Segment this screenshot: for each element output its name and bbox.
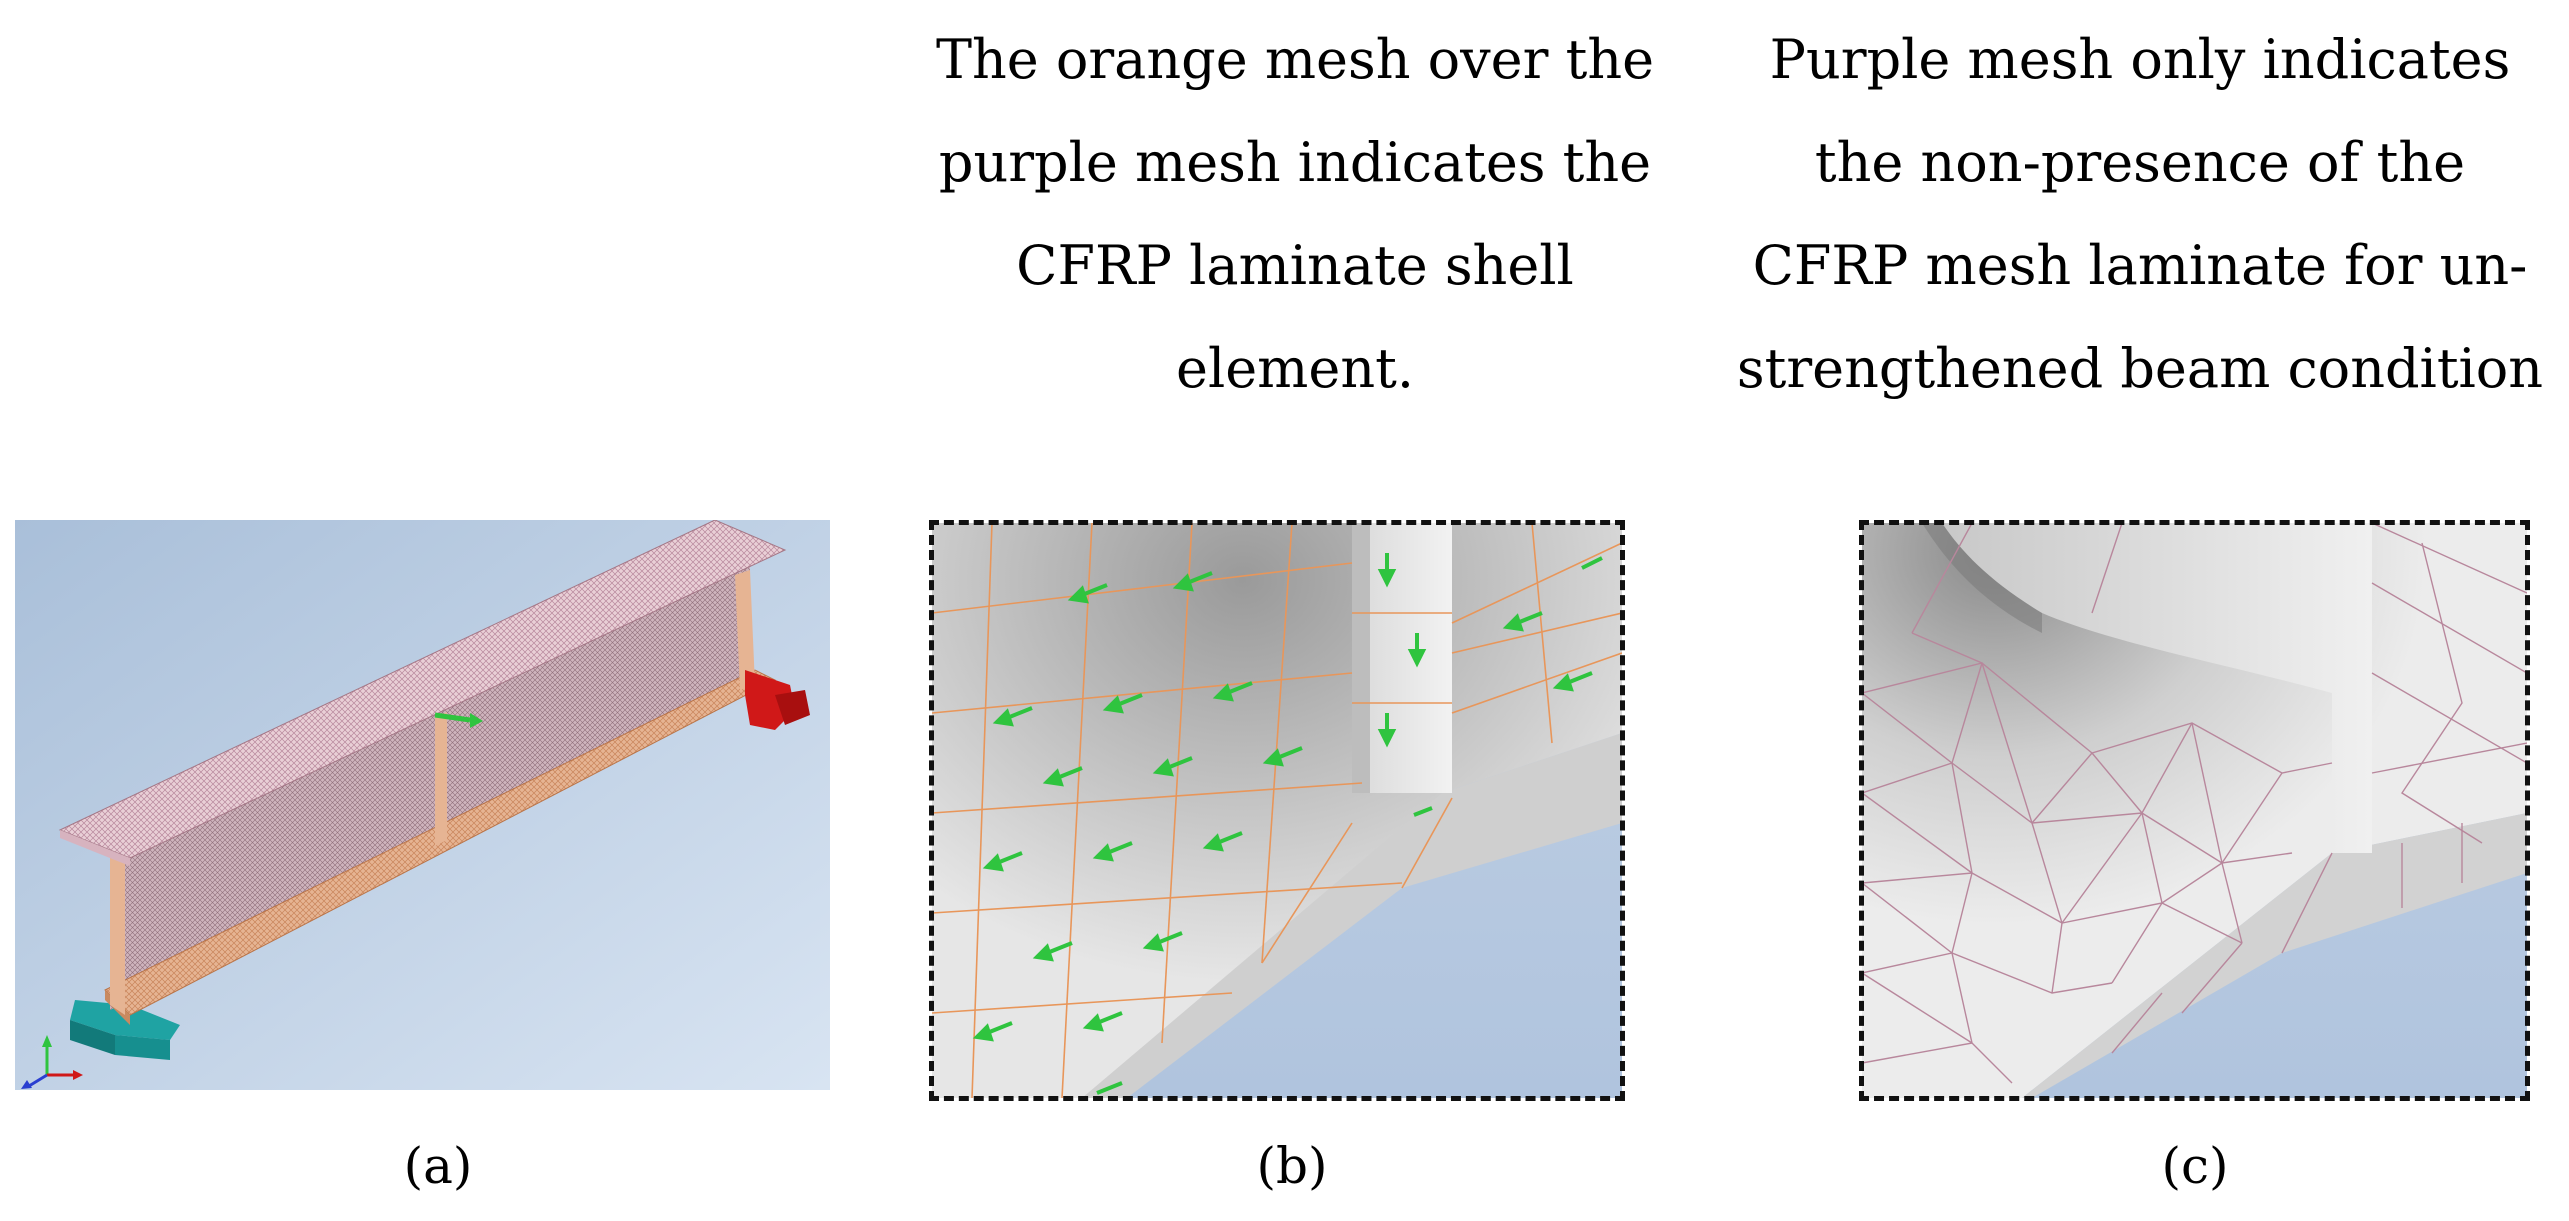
caption-c: Purple mesh only indicates the non-prese…: [1720, 8, 2560, 420]
caption-b-line: element.: [1176, 337, 1414, 400]
panel-b-cfrp-mesh-detail: [929, 520, 1625, 1101]
beam-top-flange: [58, 520, 787, 859]
caption-b: The orange mesh over the purple mesh ind…: [900, 8, 1690, 420]
caption-b-line: CFRP laminate shell: [1016, 234, 1574, 297]
panel-label-b: (b): [1256, 1137, 1328, 1195]
caption-b-line: purple mesh indicates the: [938, 131, 1652, 194]
beam-web: [110, 565, 750, 1010]
caption-b-line: The orange mesh over the: [935, 28, 1655, 91]
purple-mesh-viewport: [1862, 523, 2527, 1098]
load-arrow-icon: [434, 712, 483, 728]
caption-c-line: CFRP mesh laminate for un-: [1752, 234, 2528, 297]
panel-a-beam-model: [15, 520, 830, 1090]
green-arrow-icon: [972, 553, 1603, 1095]
panel-label-c: (c): [2161, 1137, 2229, 1195]
purple-mesh: [1862, 523, 2527, 1084]
axis-triad-icon: [21, 1035, 83, 1089]
caption-c-line: the non-presence of the: [1814, 131, 2466, 194]
panel-label-a: (a): [403, 1137, 473, 1195]
flange-edge: [2022, 813, 2527, 1098]
cfrp-mesh-viewport: [932, 523, 1622, 1098]
flange-edge: [1082, 733, 1622, 1098]
stiffener: [1942, 523, 2372, 853]
orange-mesh: [932, 523, 1622, 1098]
caption-c-line: strengthened beam condition: [1736, 337, 2544, 400]
panel-c-purple-mesh-detail: [1859, 520, 2530, 1101]
beam-end-stiffener: [110, 842, 125, 1015]
caption-c-line: Purple mesh only indicates: [1769, 28, 2511, 91]
beam-mid-stiffener: [435, 712, 447, 846]
roller-support: [745, 670, 810, 730]
beam-model-viewport: [15, 520, 830, 1090]
